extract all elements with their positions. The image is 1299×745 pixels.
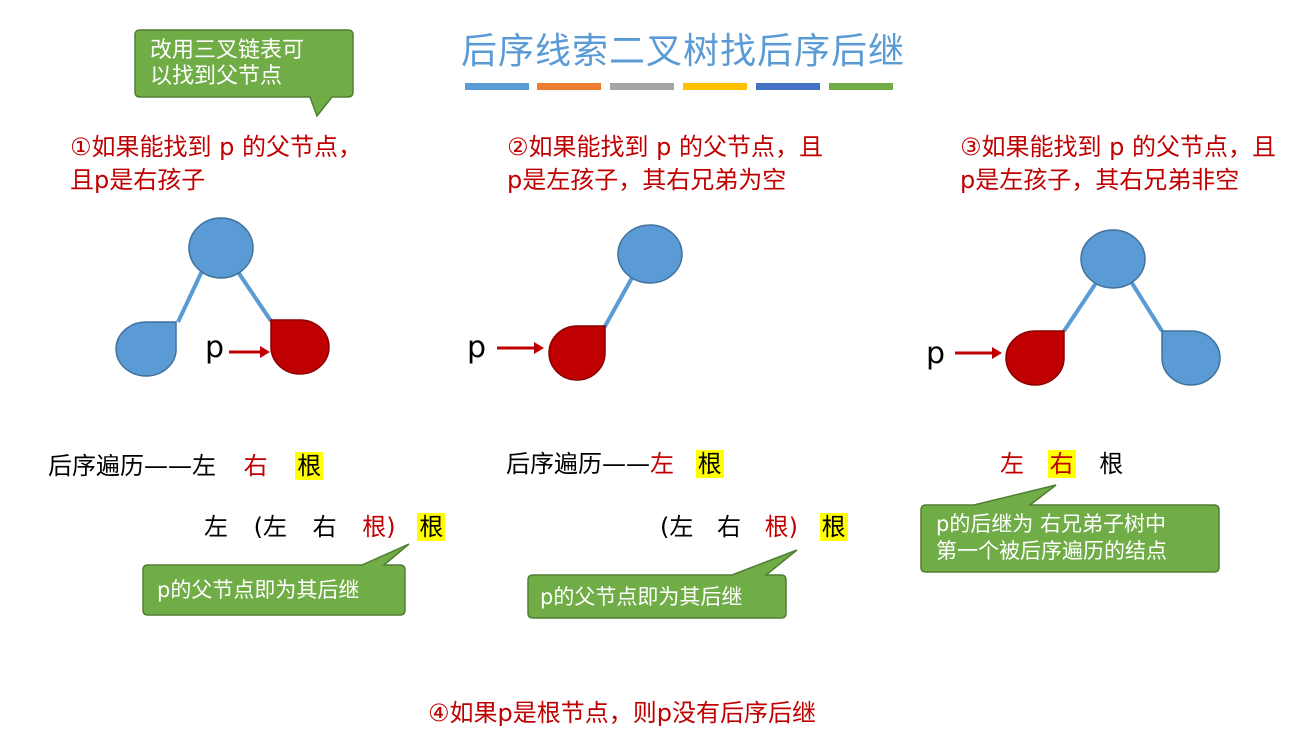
case2-callout-text: p的父节点即为其后继 bbox=[540, 585, 743, 609]
case1-condition: ①如果能找到 p 的父节点， 且p是右孩子 bbox=[70, 131, 362, 197]
color-bar bbox=[829, 83, 893, 90]
left-child-node bbox=[115, 321, 177, 377]
callout-top-line1: 改用三叉链表可 bbox=[150, 38, 305, 63]
row2-open: (左 bbox=[660, 513, 694, 541]
case1-line2: 且p是右孩子 bbox=[70, 166, 206, 194]
callout-top-line2: 以找到父节点 bbox=[150, 64, 283, 89]
case2-traversal-row2: (左 右 根) 根 bbox=[660, 507, 848, 542]
color-bar bbox=[756, 83, 820, 90]
case4-condition: ④如果p是根节点，则p没有后序后继 bbox=[428, 699, 816, 727]
color-bar bbox=[610, 83, 674, 90]
case3-tree bbox=[955, 229, 1221, 386]
case3-line1: ③如果能找到 p 的父节点，且 bbox=[960, 133, 1277, 161]
edge bbox=[1062, 278, 1100, 333]
case1-callout-text: p的父节点即为其后继 bbox=[157, 578, 360, 602]
traversal-left: 左 bbox=[1000, 450, 1024, 478]
case1-line1: ①如果能找到 p 的父节点， bbox=[70, 133, 363, 161]
case1-tree bbox=[115, 217, 330, 377]
callout-bubble-case1 bbox=[142, 543, 410, 616]
callout-bubble-top bbox=[134, 29, 354, 118]
parent-node bbox=[617, 224, 683, 284]
p-arrow-head bbox=[534, 342, 544, 354]
color-bar bbox=[537, 83, 601, 90]
p-arrow-head bbox=[992, 347, 1002, 359]
parent-node bbox=[188, 217, 254, 279]
case2-line2: p是左孩子，其右兄弟为空 bbox=[507, 166, 787, 194]
row2-right: 右 bbox=[717, 513, 742, 541]
case3-p-label: p bbox=[926, 336, 946, 371]
callout-bubble-case3 bbox=[920, 484, 1220, 573]
case1-traversal: 后序遍历——左 右 根 bbox=[48, 446, 324, 481]
row2-left: 左 bbox=[204, 513, 228, 541]
traversal-root: 根 bbox=[295, 452, 324, 480]
color-bar bbox=[683, 83, 747, 90]
traversal-root: 根 bbox=[695, 450, 724, 478]
row2-root-inner: 根) bbox=[362, 513, 396, 541]
edge bbox=[234, 267, 273, 323]
callout-bubble-case2 bbox=[527, 549, 798, 619]
page-title: 后序线索二叉树找后序后继 bbox=[460, 31, 905, 72]
right-sibling-node bbox=[1161, 330, 1221, 386]
traversal-right: 右 bbox=[1047, 450, 1076, 478]
p-node bbox=[1005, 330, 1065, 386]
p-node bbox=[548, 325, 606, 381]
traversal-left: 左 bbox=[650, 450, 674, 478]
case3-callout-line2: 第一个被后序遍历的结点 bbox=[936, 539, 1167, 563]
case3-callout-line1: p的后继为 右兄弟子树中 bbox=[936, 512, 1167, 536]
case2-condition: ②如果能找到 p 的父节点，且 p是左孩子，其右兄弟为空 bbox=[507, 131, 823, 197]
p-arrow-head bbox=[260, 346, 270, 358]
traversal-right: 右 bbox=[243, 452, 268, 480]
case3-condition: ③如果能找到 p 的父节点，且 p是左孩子，其右兄弟非空 bbox=[960, 131, 1299, 197]
row2-root-outer: 根 bbox=[819, 513, 848, 541]
case3-line2: p是左孩子，其右兄弟非空 bbox=[960, 166, 1240, 194]
case2-traversal: 后序遍历——左 根 bbox=[506, 444, 724, 479]
parent-node bbox=[1080, 229, 1146, 289]
case1-traversal-row2: 左 (左 右 根) 根 bbox=[204, 507, 446, 542]
row2-root-outer: 根 bbox=[417, 513, 446, 541]
color-bar bbox=[465, 83, 529, 90]
edge bbox=[602, 275, 635, 329]
p-node bbox=[270, 319, 330, 375]
row2-right: 右 bbox=[312, 513, 337, 541]
case2-line1: ②如果能找到 p 的父节点，且 bbox=[507, 133, 824, 161]
case3-callout-text: p的后继为 右兄弟子树中 第一个被后序遍历的结点 bbox=[936, 511, 1167, 565]
row2-open: (左 bbox=[253, 513, 288, 541]
row2-root-inner: 根) bbox=[764, 513, 799, 541]
case1-p-label: p bbox=[205, 330, 225, 365]
traversal-root: 根 bbox=[1099, 450, 1124, 478]
case3-traversal: 左 右 根 bbox=[1000, 444, 1123, 479]
traversal-prefix: 后序遍历——左 bbox=[48, 452, 216, 480]
edge bbox=[176, 268, 205, 323]
case2-p-label: p bbox=[467, 330, 487, 365]
callout-top-text: 改用三叉链表可 以找到父节点 bbox=[150, 38, 304, 90]
case2-tree bbox=[497, 224, 683, 381]
traversal-prefix: 后序遍历—— bbox=[506, 450, 650, 478]
edge bbox=[1128, 278, 1164, 333]
